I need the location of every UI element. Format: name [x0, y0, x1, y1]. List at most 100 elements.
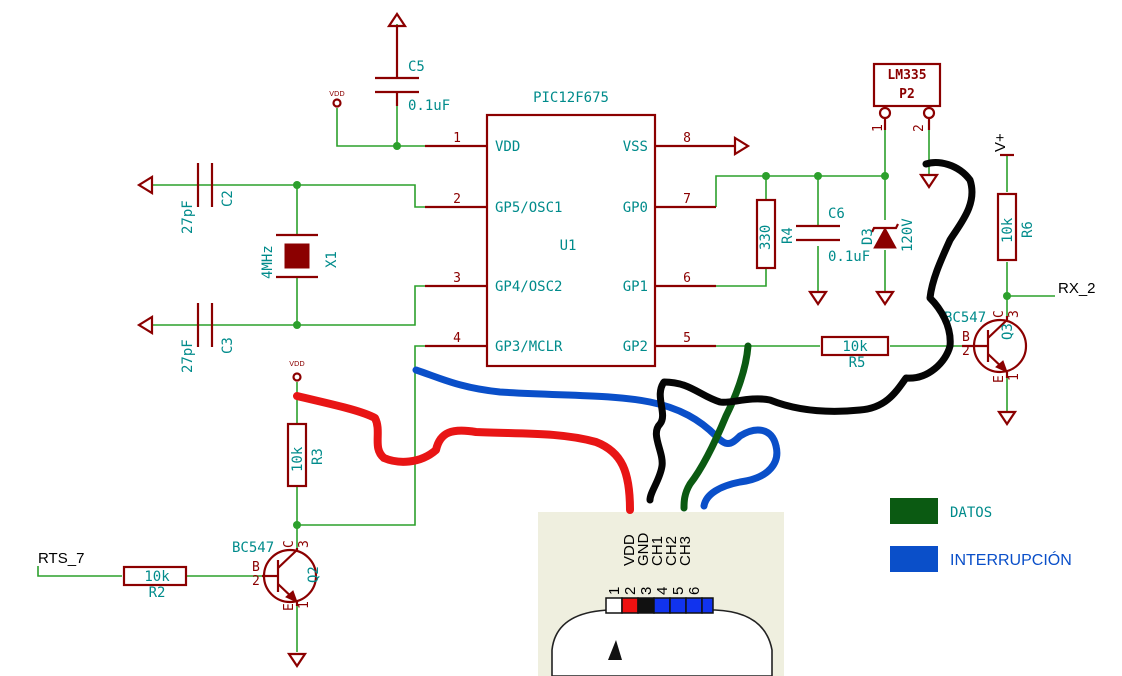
- transistor-q3: BC547 B 2 C 3 E 1 Q3: [944, 310, 1028, 383]
- capacitor-c3: C3 27pF: [180, 303, 236, 373]
- connector-label: GND: [635, 533, 652, 567]
- q2-value: BC547: [232, 540, 274, 556]
- q3-pin-label: C: [992, 310, 1007, 318]
- connector-label: VDD: [621, 534, 638, 566]
- rts-net-label: RTS_7: [38, 550, 84, 567]
- connector-pin-number: 4: [654, 587, 671, 595]
- rx-net-label: RX_2: [1058, 280, 1096, 297]
- pin-number: 6: [683, 271, 691, 286]
- connector-pin-number: 2: [622, 587, 639, 595]
- q3-pin-label: B: [962, 330, 970, 345]
- connector-pin-number: 5: [670, 587, 687, 595]
- red-vdd-wire: [293, 392, 634, 514]
- pin-name: VDD: [495, 139, 520, 155]
- pin-name: GP5/OSC1: [495, 200, 562, 216]
- capacitor-c5: C5 0.1uF: [375, 26, 450, 114]
- q2-ref: Q2: [306, 566, 322, 583]
- c5-ref: C5: [408, 59, 425, 75]
- connector-pin-number: 6: [686, 587, 703, 595]
- resistor-r4: 330 R4: [755, 198, 796, 270]
- r2-value: 10k: [144, 569, 170, 585]
- vplus-label: V+: [992, 133, 1009, 152]
- legend: DATOS INTERRUPCIÓN: [890, 498, 1072, 572]
- u1-ref: U1: [560, 238, 577, 254]
- c6-ref: C6: [828, 206, 845, 222]
- q2-pin-label: 2: [252, 574, 260, 589]
- r6-ref: R6: [1020, 221, 1036, 238]
- p2-value: LM335: [887, 68, 926, 83]
- pin-name: GP1: [623, 279, 648, 295]
- q3-pin-label: 1: [1007, 373, 1022, 381]
- r6-value: 10k: [1000, 217, 1016, 243]
- r4-ref: R4: [780, 227, 796, 244]
- p2-ref: P2: [899, 87, 915, 102]
- r3-ref: R3: [310, 448, 326, 465]
- p2-pin1: 1: [871, 124, 886, 132]
- pin-number: 3: [453, 271, 461, 286]
- green-data-wire: [680, 342, 752, 512]
- resistor-r3: 10k R3: [286, 422, 326, 488]
- q2-pin-label: E: [282, 603, 297, 611]
- legend-interrupcion-label: INTERRUPCIÓN: [950, 550, 1072, 569]
- c3-ref: C3: [220, 337, 236, 354]
- pin-name: GP4/OSC2: [495, 279, 562, 295]
- pin-name: GP2: [623, 339, 648, 355]
- resistor-r2: 10k R2: [122, 565, 188, 601]
- connector-label: CH3: [677, 536, 694, 566]
- r3-value: 10k: [290, 446, 306, 472]
- r2-ref: R2: [149, 585, 166, 601]
- hand-drawn-wires: [293, 159, 976, 514]
- q3-ref: Q3: [1000, 323, 1016, 340]
- connector-pin-number: 3: [638, 587, 655, 595]
- q2-pin-label: 3: [297, 540, 312, 548]
- q3-pin-label: 2: [962, 344, 970, 359]
- pin-name: GP3/MCLR: [495, 339, 563, 355]
- capacitor-c2: C2 27pF: [180, 163, 236, 234]
- x1-value: 4MHz: [260, 245, 276, 279]
- connector-label: CH1: [649, 536, 666, 566]
- sensor-p2: LM335 P2 1 2: [871, 62, 942, 132]
- d3-ref: D3: [860, 228, 876, 245]
- q2-pin-label: C: [282, 540, 297, 548]
- resistor-r6: 10k R6: [996, 192, 1036, 262]
- transistor-q2: BC547 B 2 C 3 E 1 Q2: [232, 540, 322, 611]
- q2-pin-label: 1: [297, 601, 312, 609]
- p2-pin2: 2: [912, 124, 927, 132]
- c5-value: 0.1uF: [408, 98, 450, 114]
- pin-number: 1: [453, 131, 461, 146]
- black-gnd-wire: [646, 159, 976, 504]
- power-symbols: VDD VDD V+: [136, 12, 1018, 668]
- pin-name: VSS: [623, 139, 648, 155]
- vdd-label: VDD: [329, 90, 345, 98]
- r5-ref: R5: [849, 355, 866, 371]
- pin-name: GP0: [623, 200, 648, 216]
- pin-number: 8: [683, 131, 691, 146]
- legend-datos-swatch: [890, 498, 938, 524]
- capacitor-c6: C6 0.1uF: [796, 206, 870, 265]
- pin-number: 2: [453, 192, 461, 207]
- q2-pin-label: B: [252, 560, 260, 575]
- resistor-r5: 10k R5: [820, 335, 890, 371]
- connector-pin-blocks: [605, 597, 714, 614]
- c2-ref: C2: [220, 190, 236, 207]
- connector-signal-labels: VDD GND CH1 CH2 CH3: [621, 533, 694, 567]
- u1-name: PIC12F675: [533, 90, 609, 106]
- connector-pin-number: 1: [606, 587, 623, 595]
- c3-value: 27pF: [180, 339, 196, 373]
- pin-number: 5: [683, 331, 691, 346]
- q3-pin-label: 3: [1007, 310, 1022, 318]
- pin-number: 7: [683, 192, 691, 207]
- vdd-label: VDD: [289, 360, 305, 368]
- r5-value: 10k: [842, 339, 868, 355]
- legend-interrupcion-swatch: [890, 546, 938, 572]
- programmer-connector: VDD GND CH1 CH2 CH3 1 2 3 4 5 6: [538, 512, 784, 676]
- q3-pin-label: E: [992, 375, 1007, 383]
- c6-value: 0.1uF: [828, 249, 870, 265]
- c2-value: 27pF: [180, 200, 196, 234]
- x1-ref: X1: [324, 251, 340, 268]
- q3-value: BC547: [944, 310, 986, 326]
- junctions: [293, 142, 1011, 529]
- connector-label: CH2: [663, 536, 680, 566]
- wires: [37, 24, 1055, 652]
